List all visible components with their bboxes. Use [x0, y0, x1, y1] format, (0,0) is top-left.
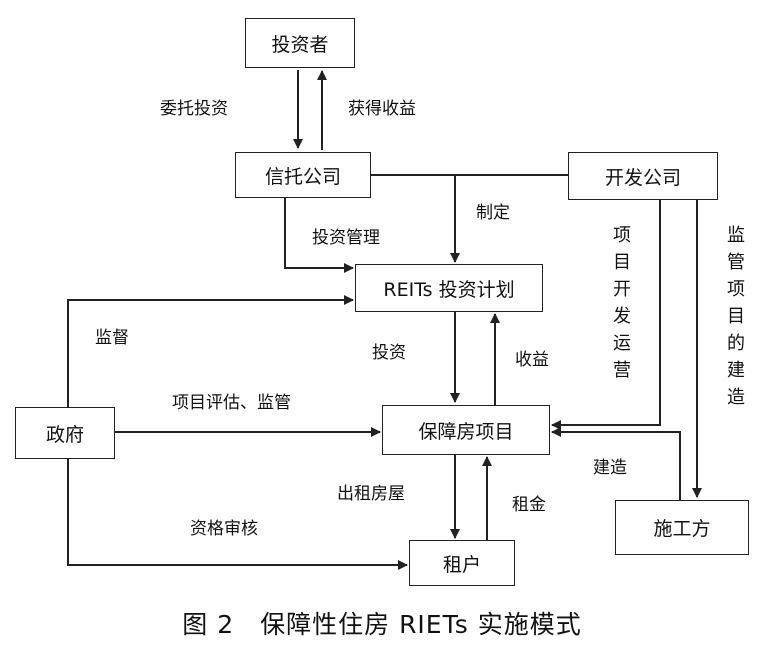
flow-diagram: 投资者 信托公司 开发公司 REITs 投资计划 保障房项目 政府 施工方 租户… — [15, 18, 749, 586]
label-qualification-review: 资格审核 — [190, 519, 258, 539]
label-formulate: 制定 — [476, 203, 510, 223]
label-returns: 收益 — [515, 350, 549, 370]
arrow-supervise — [67, 295, 354, 407]
figure-caption: 图 2 保障性住房 RIETs 实施模式 — [182, 610, 582, 639]
node-housing-project: 保障房项目 — [382, 405, 550, 455]
arrow-project-dev-ops — [551, 200, 661, 430]
node-trust-company: 信托公司 — [235, 152, 371, 198]
arrow-build — [551, 427, 681, 500]
label-get-returns: 获得收益 — [348, 99, 416, 119]
label-build: 建造 — [593, 458, 627, 478]
node-tenant: 租户 — [409, 540, 515, 586]
node-investor: 投资者 — [245, 18, 355, 68]
node-government: 政府 — [15, 407, 115, 459]
arrow-qualification-review — [67, 458, 408, 570]
label-invest: 投资 — [372, 343, 406, 363]
node-reits-plan: REITs 投资计划 — [355, 264, 543, 312]
label-project-dev-ops: 项目开发运营 — [613, 225, 631, 381]
arrow-invest-manage — [284, 198, 354, 273]
label-evaluate-supervise: 项目评估、监管 — [172, 393, 291, 413]
label-rent: 租金 — [512, 495, 546, 515]
label-supervise: 监督 — [95, 328, 129, 348]
label-lease-housing: 出租房屋 — [337, 484, 405, 504]
connectors — [67, 70, 702, 570]
node-contractor: 施工方 — [615, 500, 749, 555]
node-developer: 开发公司 — [568, 152, 718, 200]
label-invest-manage: 投资管理 — [312, 228, 380, 248]
label-entrust-invest: 委托投资 — [160, 99, 228, 119]
label-supervise-construction: 监管项目的建造 — [727, 225, 745, 408]
